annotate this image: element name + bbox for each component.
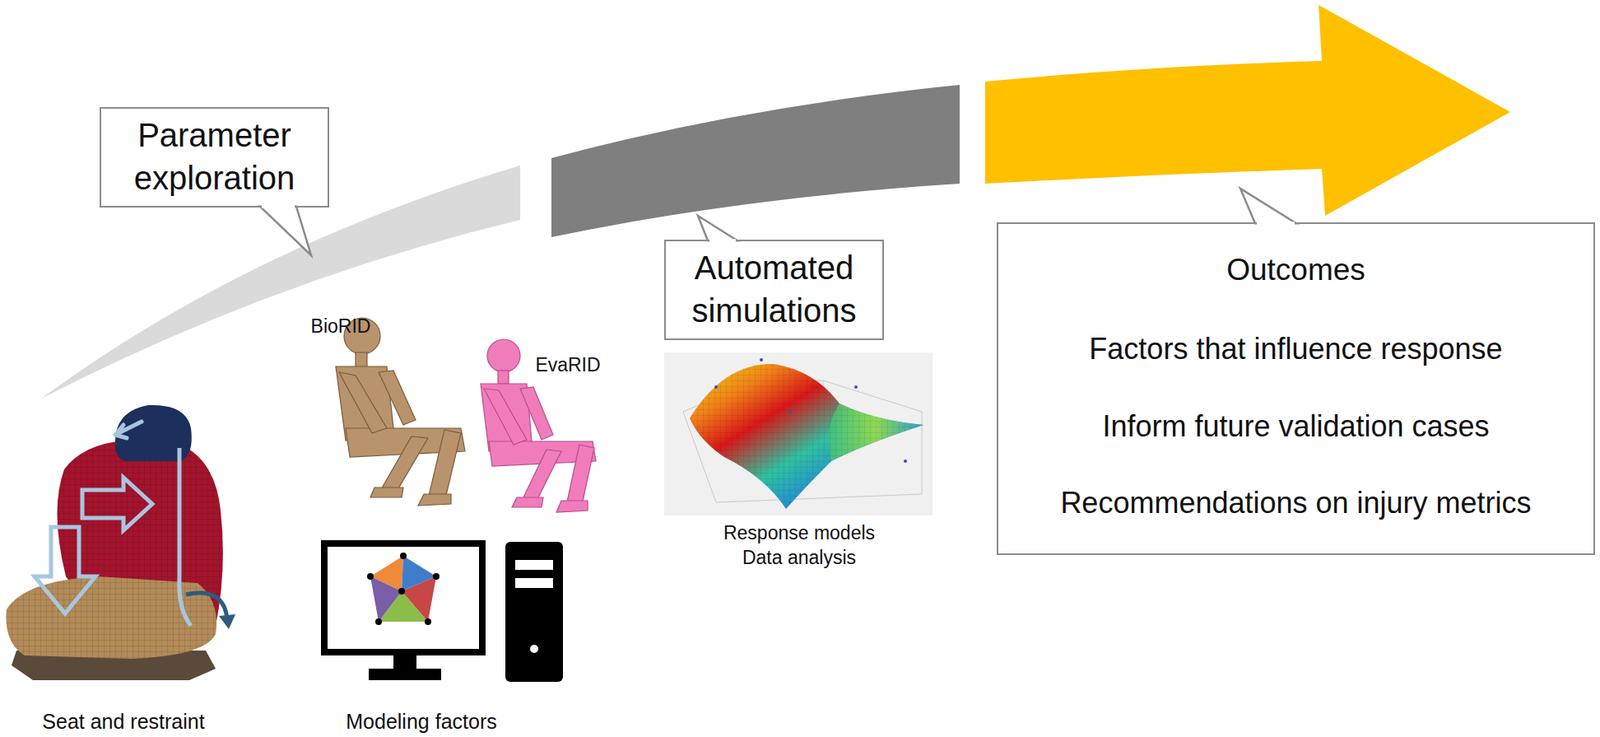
callout-text: Factors that influence response xyxy=(1011,330,1581,367)
arrow-push xyxy=(82,477,153,531)
plot-caption: Data analysis xyxy=(742,546,856,569)
biorid-dummy xyxy=(335,317,466,506)
seat-illustration xyxy=(5,404,236,680)
figure-caption: Modeling factors xyxy=(345,709,497,734)
computer-icon xyxy=(324,541,563,682)
arrow-down xyxy=(34,526,96,614)
surface xyxy=(689,363,924,509)
surface-plot xyxy=(664,352,933,516)
callout-heading: Automated simulations xyxy=(675,246,873,332)
arrow-headrest xyxy=(115,421,142,438)
callout-box: Automated simulations xyxy=(664,239,884,340)
plot-caption: Response models xyxy=(723,521,875,545)
callout-text: Inform future validation cases xyxy=(1011,408,1581,444)
outcomes-box: OutcomesFactors that influence responseI… xyxy=(996,222,1596,555)
band-dark xyxy=(551,84,960,238)
callout-heading: Parameter exploration xyxy=(112,113,317,200)
arrow-recline xyxy=(186,592,228,619)
dummy-label: BioRID xyxy=(311,315,372,338)
arrow-recline-head xyxy=(218,613,236,629)
callout-tail xyxy=(260,206,312,256)
arrow-back-contour xyxy=(179,447,191,626)
arrow-yellow xyxy=(985,4,1511,216)
callout-box: Parameter exploration xyxy=(99,106,330,208)
figure-caption: Seat and restraint xyxy=(41,709,205,734)
callout-tail xyxy=(697,215,738,241)
callout-heading: Outcomes xyxy=(1011,251,1581,289)
callout-tail xyxy=(1240,188,1297,224)
dummy-label: EvaRID xyxy=(534,353,600,377)
callout-text: Recommendations on injury metrics xyxy=(1011,484,1581,521)
